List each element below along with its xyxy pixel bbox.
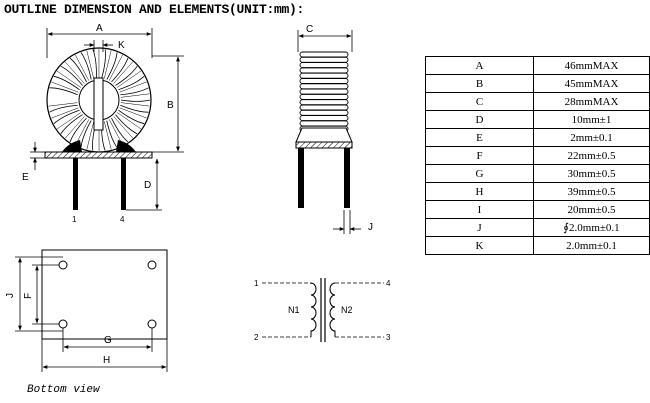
spec-value: 22mm±0.5 [533,146,650,165]
pin-hole-3 [58,319,68,329]
side-lead-right [344,148,350,208]
pin-hole-2 [147,260,157,270]
dim-f-label: F [23,293,34,299]
spec-key: C [425,92,534,111]
spec-key: B [425,74,534,93]
pin-1-label: 1 [72,215,77,224]
spec-value: 46mmMAX [533,56,650,75]
dim-b-label: B [167,100,174,111]
side-base-plate [295,141,353,149]
base-plate [44,151,153,159]
dim-d-label: D [144,180,151,191]
schematic: 1 2 3 4 N1 N2 [254,278,391,342]
spec-key: E [425,128,534,147]
spec-value: 20mm±0.5 [533,200,650,219]
primary-winding [310,282,317,337]
spec-value: ∮2.0mm±0.1 [533,218,650,237]
left-fillet [62,140,82,152]
dim-j-bottom-label: J [5,293,16,298]
spec-key: D [425,110,534,129]
schematic-pin-1: 1 [254,279,259,288]
page-title: OUTLINE DIMENSION AND ELEMENTS(UNIT:mm): [4,2,305,17]
spec-key: G [425,164,534,183]
schematic-pin-3: 3 [386,333,391,342]
spec-value: 10mm±1 [533,110,650,129]
spec-value: 45mmMAX [533,74,650,93]
side-shoulder [295,127,353,143]
dim-a-label: A [96,23,103,34]
side-lead-left [298,148,304,208]
dim-h-label: H [103,355,110,366]
dim-g-label: G [104,335,112,346]
lead-1 [73,158,78,210]
spec-key: K [425,236,534,255]
spec-value: 30mm±0.5 [533,164,650,183]
spec-value: 2.0mm±0.1 [533,236,650,255]
schematic-pin-4: 4 [386,279,391,288]
lead-4 [121,158,126,210]
center-divider [93,77,104,131]
secondary-winding [329,282,336,337]
right-fillet [116,140,136,152]
spec-key: A [425,56,534,75]
side-coil [299,51,349,132]
pin-hole-4 [147,319,157,329]
schematic-pin-2: 2 [254,333,259,342]
spec-value: 28mmMAX [533,92,650,111]
winding-n2-label: N2 [341,305,353,315]
spec-key: H [425,182,534,201]
front-view: A K B E D 1 4 [22,23,184,224]
dim-e-label: E [22,172,29,183]
dim-k-label: K [118,40,125,51]
winding-n1-label: N1 [288,305,300,315]
spec-row: J∮2.0mm±0.1 [425,218,650,237]
side-view: C J [295,24,373,234]
dim-c-label: C [306,24,313,35]
dim-j-side-label: J [368,222,373,233]
spec-value: 39mm±0.5 [533,182,650,201]
spec-value: 2mm±0.1 [533,128,650,147]
bottom-view-caption: Bottom view [27,384,100,396]
spec-key: J [425,218,534,237]
spec-key: I [425,200,534,219]
bottom-view: J F G H [5,249,168,372]
pin-4-label: 4 [120,215,125,224]
spec-key: F [425,146,534,165]
pin-hole-1 [58,260,68,270]
